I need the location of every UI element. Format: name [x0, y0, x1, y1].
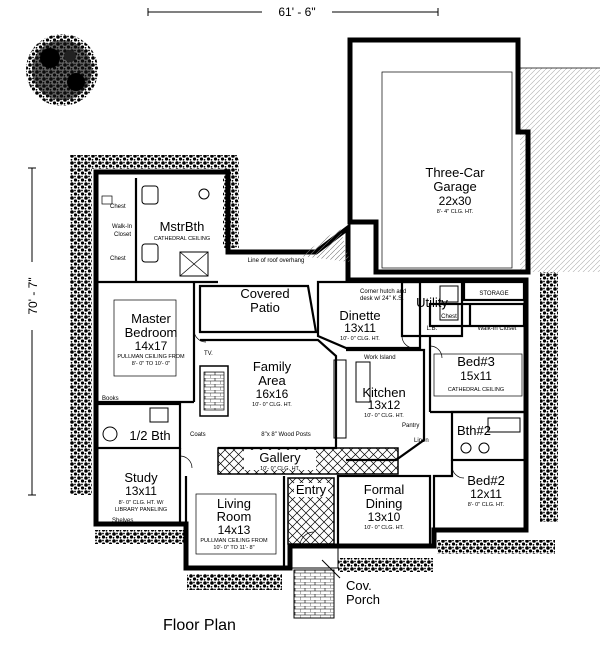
garage-size: 22x30: [439, 194, 472, 208]
room-entry: Entry: [287, 477, 335, 545]
master-name-1: Master: [131, 311, 171, 326]
bed3-note: CATHEDRAL CEILING: [448, 387, 504, 393]
patio-name-2: Patio: [250, 300, 280, 315]
master-name-2: Bedroom: [125, 325, 178, 340]
mstrbth-name: MstrBth: [160, 219, 205, 234]
room-living: Living Room 14x13 PULLMAN CEILING FROM 1…: [184, 476, 286, 570]
bed2-name: Bed#2: [467, 473, 505, 488]
shelves-label: Shelves: [112, 518, 133, 524]
depth-dimension: 70' - 7": [26, 167, 40, 496]
pantry-label: Pantry: [402, 423, 419, 429]
dinette-name: Dinette: [339, 308, 380, 323]
living-name-1: Living: [217, 496, 251, 511]
entry-name: Entry: [296, 482, 327, 497]
plan-title: Floor Plan: [163, 617, 236, 634]
bed3-closet: Walk-In Closet: [478, 326, 517, 332]
door-swings: [179, 329, 465, 547]
dining-size: 13x10: [368, 510, 401, 524]
family-size: 16x16: [256, 387, 289, 401]
room-covered-patio: Line of roof overhang Covered Patio: [198, 227, 350, 334]
tv-label: TV.: [204, 351, 213, 357]
porch-name-2: Porch: [346, 592, 380, 607]
hutch-line-2: desk w/ 24" K.S.: [360, 296, 404, 302]
master-note-1: PULLMAN CEILING FROM: [117, 354, 185, 360]
dining-note: 10'- 0" CLG. HT.: [364, 525, 404, 531]
roof-line-label: Line of roof overhang: [248, 258, 305, 264]
dining-name-2: Dining: [366, 496, 403, 511]
living-size: 14x13: [218, 523, 251, 537]
room-utility: Utility L.B.: [400, 280, 464, 338]
bed3-size: 15x11: [460, 369, 492, 383]
tree-icon: [26, 34, 98, 106]
width-dimension-label: 61' - 6": [278, 5, 315, 19]
room-half-bath: 1/2 Bth: [94, 402, 182, 450]
dinette-size: 13x11: [344, 321, 376, 335]
walkin-left-name-2: Closet: [114, 232, 131, 238]
depth-dimension-label: 70' - 7": [26, 277, 40, 314]
room-bath-2: Bth#2: [450, 410, 528, 462]
patio-name-1: Covered: [240, 286, 289, 301]
bth2-name: Bth#2: [457, 423, 491, 438]
hutch-line-1: Corner hutch and: [360, 289, 406, 295]
garage-note: 8'- 4" CLG. HT.: [437, 209, 474, 215]
kitchen-name: Kitchen: [362, 385, 405, 400]
room-family-area: TV. Family Area 16x16 10'- 0" CLG. HT. C…: [190, 338, 347, 450]
linen-label: Linen: [414, 438, 429, 444]
bed3-name: Bed#3: [457, 354, 495, 369]
half-bath-name: 1/2 Bth: [129, 428, 170, 443]
room-formal-dining: Formal Dining 13x10 10'- 0" CLG. HT.: [336, 474, 432, 548]
room-bed-3: Chest Walk-In Closet Bed#3 15x11 CATHEDR…: [428, 302, 526, 414]
family-name-1: Family: [253, 359, 292, 374]
room-master-bath: Chest Chest Walk-In Closet MstrBth CATHE…: [96, 178, 218, 284]
gallery-note: 10'- 0" CLG. HT.: [260, 466, 300, 472]
driveway: [520, 67, 600, 272]
room-study: Study 13x11 8'- 0" CLG. HT. W/ LIBRARY P…: [94, 448, 182, 524]
room-bed-2: Bed#2 12x11 8'- 0" CLG. HT.: [432, 460, 505, 530]
work-island-label: Work Island: [364, 355, 396, 361]
room-kitchen: Work Island Kitchen 13x12 10'- 0" CLG. H…: [346, 348, 429, 462]
dinette-note: 10'- 0" CLG. HT.: [340, 336, 380, 342]
bed3-chest: Chest: [441, 314, 457, 320]
study-note-2: LIBRARY PANELING: [115, 507, 167, 513]
room-gallery: Gallery 10'- 0" CLG. HT.: [217, 447, 399, 475]
gallery-name: Gallery: [259, 450, 301, 465]
storage-label: STORAGE: [479, 291, 508, 297]
mstrbth-chest-2: Chest: [110, 256, 126, 262]
books-label: Books: [102, 396, 119, 402]
utility-lb: L.B.: [427, 326, 438, 332]
room-master-bedroom: Master Bedroom 14x17 PULLMAN CEILING FRO…: [96, 282, 196, 404]
walkin-left-name-1: Walk-In: [112, 224, 132, 230]
family-name-2: Area: [258, 373, 286, 388]
bed2-size: 12x11: [470, 487, 502, 501]
kitchen-size: 13x12: [368, 398, 401, 412]
study-name: Study: [124, 470, 158, 485]
master-size: 14x17: [135, 339, 168, 353]
family-note: 10'- 0" CLG. HT.: [252, 402, 292, 408]
mstrbth-chest-1: Chest: [110, 204, 126, 210]
room-garage: Three-Car Garage 22x30 8'- 4" CLG. HT.: [347, 37, 531, 275]
utility-name: Utility: [416, 295, 448, 310]
garage-name-1: Three-Car: [425, 165, 485, 180]
garage-name-2: Garage: [433, 179, 476, 194]
room-covered-porch: Cov. Porch: [289, 545, 380, 619]
kitchen-note: 10'- 0" CLG. HT.: [364, 413, 404, 419]
mstrbth-note: CATHEDRAL CEILING: [154, 236, 210, 242]
master-note-2: 8'- 0" TO 10'- 0": [132, 361, 171, 367]
room-storage: STORAGE: [462, 280, 526, 302]
room-dinette: Corner hutch and desk w/ 24" K.S. Dinett…: [316, 280, 422, 350]
living-name-2: Room: [217, 509, 252, 524]
width-dimension: 61' - 6": [147, 5, 439, 19]
coats-label: Coats: [190, 432, 206, 438]
living-note-2: 10'- 0" TO 11'- 8": [213, 545, 254, 551]
bed2-note: 8'- 0" CLG. HT.: [468, 502, 505, 508]
porch-name-1: Cov.: [346, 578, 372, 593]
dining-name-1: Formal: [364, 482, 405, 497]
study-size: 13x11: [125, 484, 157, 498]
living-note-1: PULLMAN CEILING FROM: [200, 538, 268, 544]
study-note-1: 8'- 0" CLG. HT. W/: [119, 500, 164, 506]
posts-label: 8"x 8" Wood Posts: [261, 432, 311, 438]
